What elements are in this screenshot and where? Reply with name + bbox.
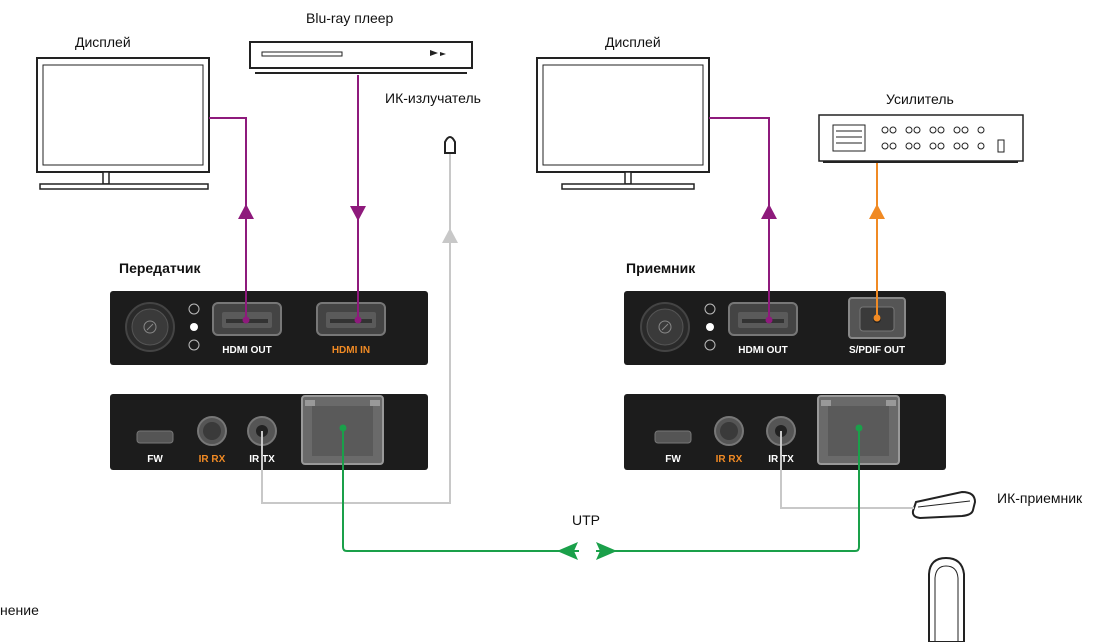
ir-line-tx-to-emitter	[261, 154, 458, 504]
hdmi-line-bluray-to-tx	[350, 75, 366, 324]
transmitter-back-panel: FW IR RX IR TX	[110, 394, 428, 470]
display-left	[36, 57, 210, 190]
tx-hdmi-out-label: HDMI OUT	[222, 345, 271, 356]
partial-caption: нение	[0, 602, 39, 618]
spdif-line-rx-to-amplifier	[869, 163, 885, 322]
tx-hdmi-in-label: HDMI IN	[332, 345, 370, 356]
bluray-player	[249, 41, 473, 74]
display-right	[536, 57, 710, 190]
transmitter-label: Передатчик	[119, 260, 201, 276]
rx-hdmi-out-label: HDMI OUT	[738, 345, 787, 356]
tx-fw-label: FW	[147, 454, 163, 465]
ir-receiver-label: ИК-приемник	[997, 490, 1083, 506]
tx-hdmi-in-port	[316, 302, 386, 336]
amplifier-label: Усилитель	[886, 91, 954, 107]
receiver-label: Приемник	[626, 260, 696, 276]
display-left-label: Дисплей	[75, 34, 131, 50]
hdmi-line-rx-to-display	[709, 117, 777, 324]
rx-spdif-label: S/PDIF OUT	[849, 345, 905, 356]
ir-line-rx-to-ir-receiver	[780, 431, 914, 509]
receiver-back-panel: FW IR RX IR TX	[624, 394, 946, 470]
hdmi-line-tx-to-display	[209, 117, 254, 324]
remote-control	[928, 556, 965, 642]
transmitter-front-panel: HDMI OUT HDMI IN	[110, 291, 428, 365]
display-right-label: Дисплей	[605, 34, 661, 50]
receiver-front-panel: HDMI OUT S/PDIF OUT	[624, 291, 946, 365]
rx-ir-rx-label: IR RX	[716, 454, 743, 465]
bluray-label: Blu-ray плеер	[306, 10, 394, 26]
rx-hdmi-out-port	[728, 302, 798, 336]
ir-emitter	[444, 136, 456, 154]
ir-emitter-label: ИК-излучатель	[385, 90, 481, 106]
utp-link	[339, 424, 863, 560]
rx-fw-label: FW	[665, 454, 681, 465]
amplifier	[818, 114, 1024, 163]
tx-ir-rx-label: IR RX	[199, 454, 226, 465]
utp-label: UTP	[572, 512, 600, 528]
ir-receiver	[911, 490, 977, 520]
